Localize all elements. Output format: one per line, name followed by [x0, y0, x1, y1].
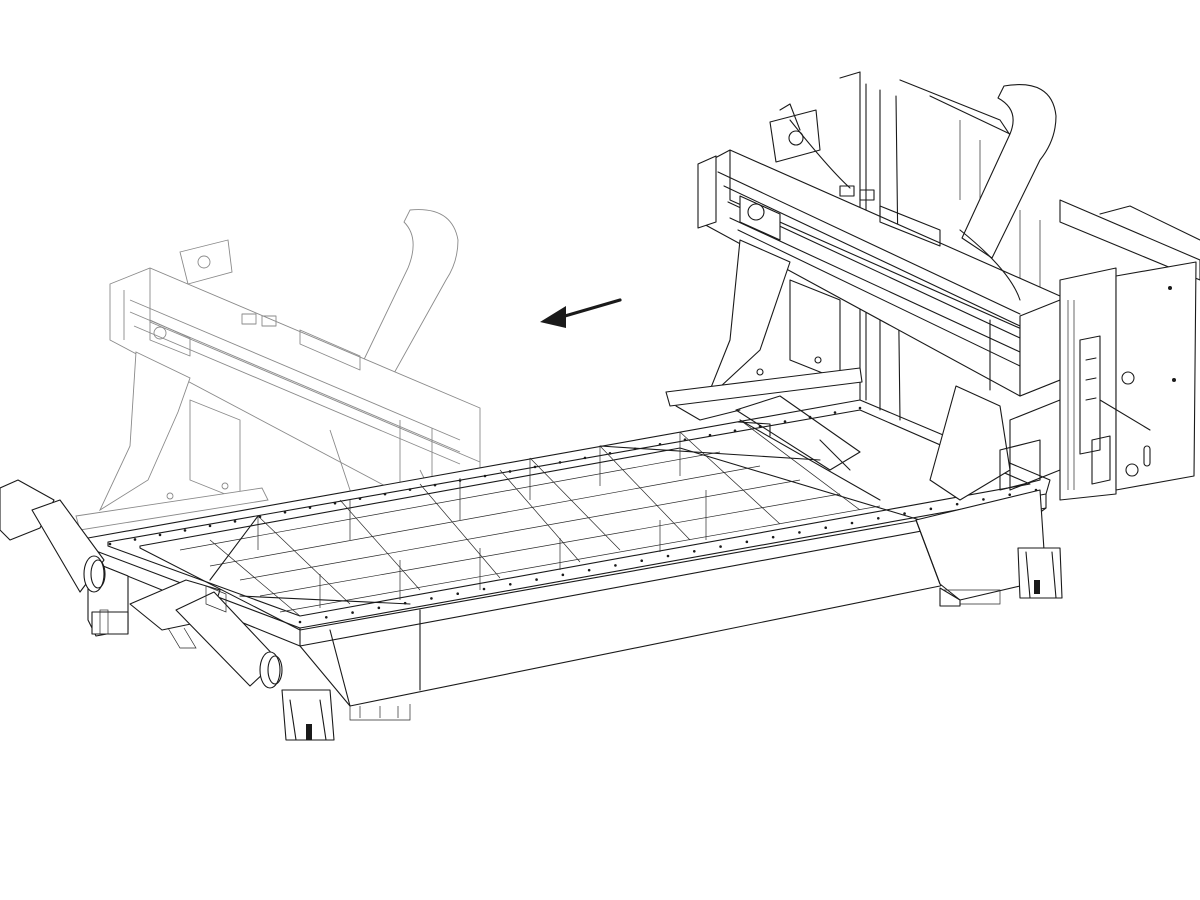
electrical-cabinet [1059, 261, 1197, 501]
gantry-current [665, 71, 1200, 501]
gantry-moved-outline [75, 209, 481, 601]
rivet-dots [108, 406, 1038, 624]
cutting-table [87, 399, 1051, 721]
exhaust-duct [0, 479, 283, 689]
move-direction-arrow [540, 298, 622, 328]
